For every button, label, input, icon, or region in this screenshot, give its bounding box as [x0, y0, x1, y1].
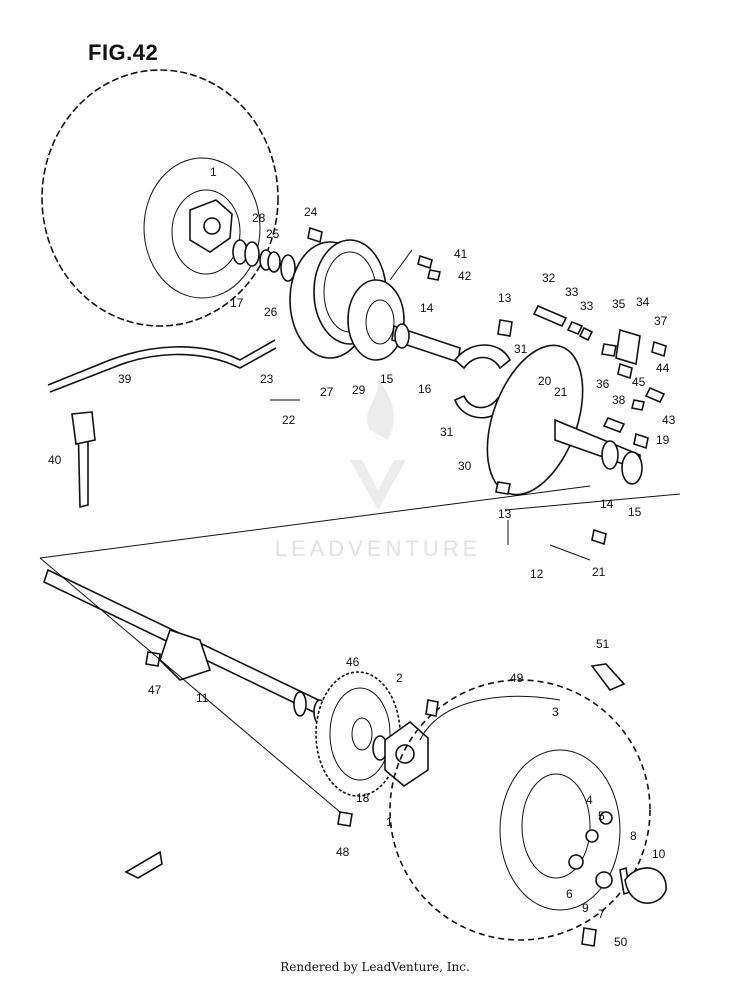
callout: 40 — [48, 453, 62, 467]
callout: 2 — [396, 671, 403, 685]
callout: 1 — [210, 165, 217, 179]
wheel-hub-1-lower — [384, 720, 429, 787]
callout: 33 — [580, 299, 594, 313]
axle-sleeve-16 — [391, 323, 461, 364]
callout: 48 — [336, 845, 350, 859]
callout: 24 — [304, 205, 318, 219]
watermark-logo — [350, 380, 406, 510]
callout: 14 — [600, 497, 614, 511]
callout: 36 — [596, 377, 610, 391]
callout-labels: 1 1 2 3 4 5 6 7 8 9 10 11 12 13 13 13 14… — [48, 165, 676, 949]
rear-tire-left — [41, 69, 279, 327]
callout: 34 — [636, 295, 650, 309]
callout: 43 — [662, 413, 676, 427]
figure-title: FIG.42 — [88, 40, 159, 65]
callout: 25 — [266, 227, 280, 241]
callout: 39 — [118, 372, 132, 386]
callout: 51 — [596, 637, 610, 651]
hardware-small — [307, 226, 667, 546]
callout: 14 — [420, 301, 434, 315]
callout: 15 — [380, 372, 394, 386]
callout: 27 — [320, 385, 334, 399]
callout: 1 — [386, 815, 393, 829]
callout: 31 — [440, 425, 454, 439]
footer-credit: Rendered by LeadVenture, Inc. — [280, 960, 470, 974]
callout: 12 — [530, 567, 544, 581]
callout: 16 — [418, 382, 432, 396]
watermark-text: LEADVENTURE — [274, 536, 482, 561]
callout: 11 — [196, 691, 209, 705]
callout: 7 — [598, 907, 605, 921]
callout: 9 — [582, 901, 589, 915]
cable-39 — [47, 339, 277, 393]
seal-26 — [280, 254, 296, 282]
sprocket-46 — [315, 671, 401, 797]
rear-tire-49 — [389, 679, 651, 941]
callout: 47 — [148, 683, 162, 697]
leader-lines — [39, 249, 681, 813]
callout: 19 — [656, 433, 670, 447]
callout: 49 — [510, 671, 524, 685]
callout: 30 — [458, 459, 472, 473]
callout: 21 — [554, 385, 568, 399]
callout: 8 — [630, 829, 637, 843]
callout: 3 — [552, 705, 559, 719]
callout: 22 — [282, 413, 296, 427]
brake-rod-40 — [71, 411, 96, 509]
bearing-17 — [232, 239, 260, 267]
wheel-hub-1 — [189, 199, 233, 253]
callout: 29 — [352, 383, 366, 397]
callout: 44 — [656, 361, 670, 375]
callout: 20 — [538, 374, 552, 388]
callout: 21 — [592, 565, 606, 579]
callout: 5 — [598, 809, 605, 823]
callout: 13 — [498, 291, 512, 305]
callout: 32 — [542, 271, 556, 285]
callout: 18 — [356, 791, 370, 805]
wheel-hardware-lower — [145, 651, 667, 947]
callout: 38 — [612, 393, 626, 407]
drum-cover-29 — [347, 279, 405, 361]
callout: 42 — [458, 269, 472, 283]
callout: 50 — [614, 935, 628, 949]
callout: 15 — [628, 505, 642, 519]
callout: 45 — [632, 375, 646, 389]
callout: 4 — [586, 793, 593, 807]
fwd-arrow-icon — [124, 850, 163, 879]
callout: 35 — [612, 297, 626, 311]
callout: 23 — [260, 372, 274, 386]
callout: 28 — [252, 211, 266, 225]
callout: 26 — [264, 305, 278, 319]
callout: 37 — [654, 314, 668, 328]
spacer-25-28 — [259, 249, 281, 273]
callout: 17 — [230, 296, 244, 310]
callout: 41 — [454, 247, 468, 261]
callout: 13 — [498, 507, 512, 521]
callout: 46 — [346, 655, 360, 669]
callout: 10 — [652, 847, 666, 861]
callout: 31 — [514, 342, 528, 356]
callout: 33 — [565, 285, 579, 299]
rear-axle-11 — [43, 568, 362, 734]
callout: 6 — [566, 887, 573, 901]
